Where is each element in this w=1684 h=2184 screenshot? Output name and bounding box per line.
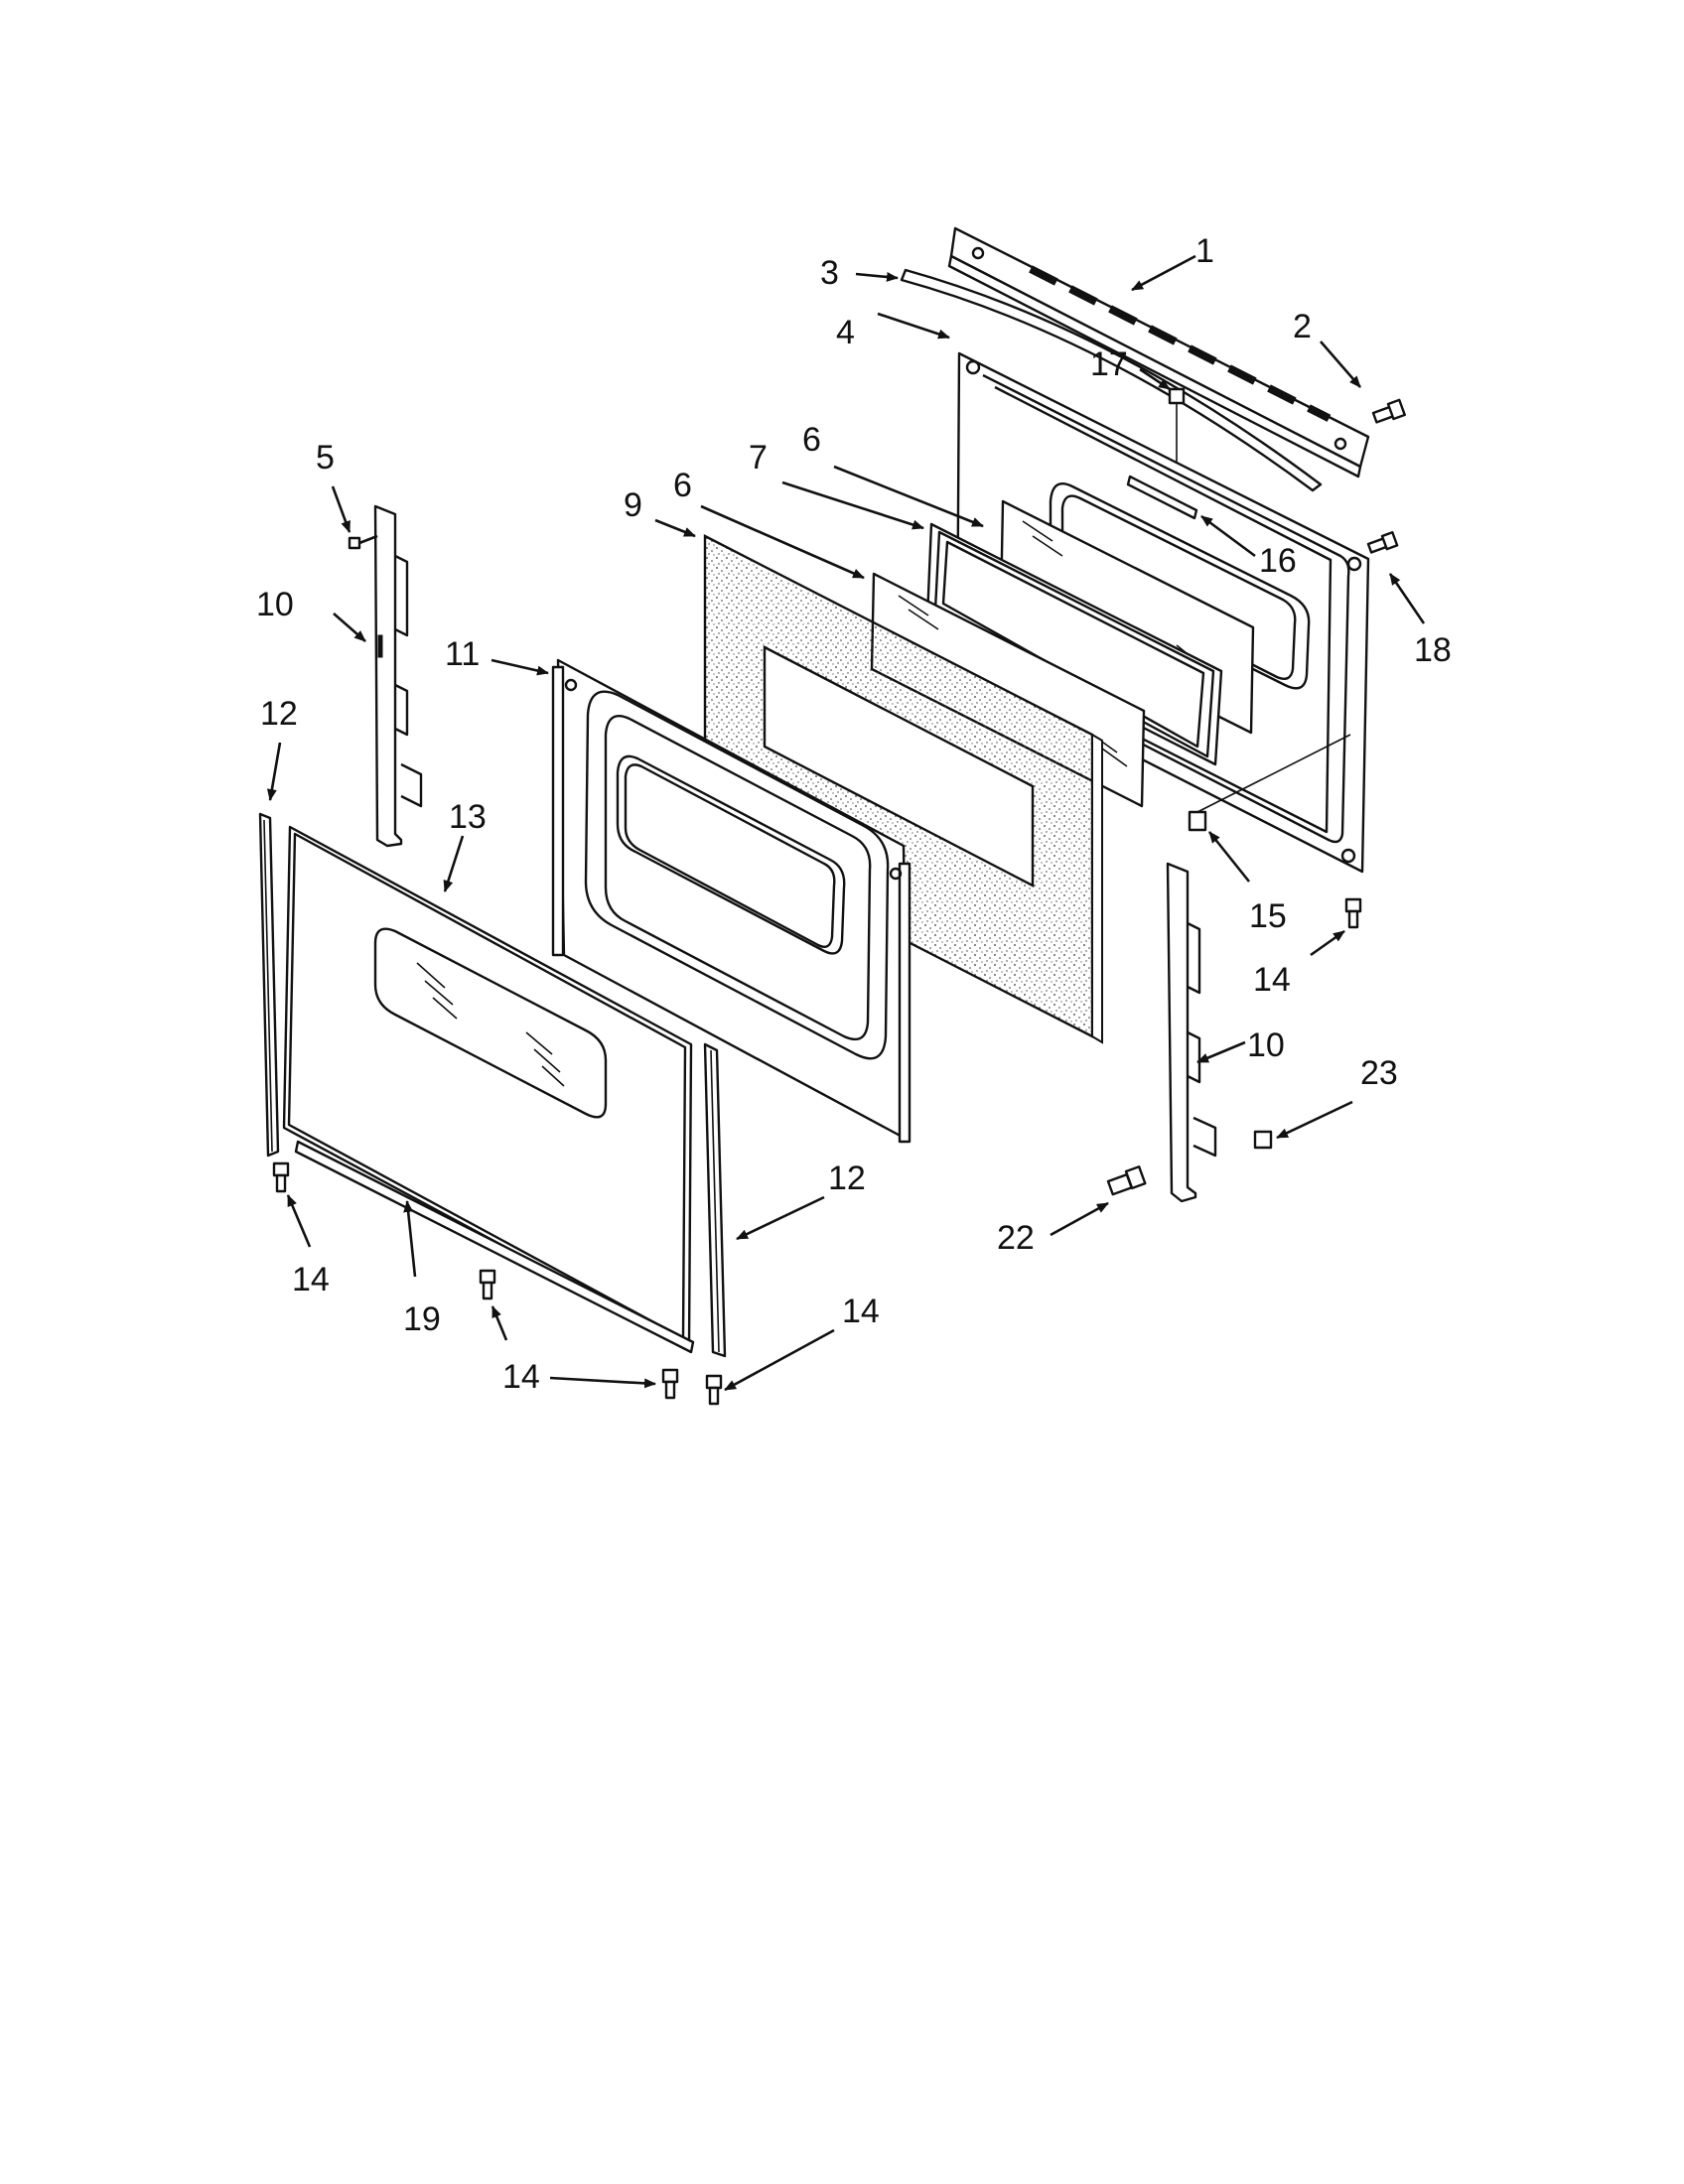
side-trim-part-12-right: [703, 1042, 727, 1358]
clip-part-15: [1188, 734, 1351, 832]
arrow-6b: [700, 504, 865, 580]
screw-part-2: [1371, 398, 1406, 424]
door-channel-part-10-right: [1166, 862, 1217, 1203]
callout-5: 5: [316, 439, 335, 477]
callout-23: 23: [1360, 1054, 1398, 1092]
callout-6b: 6: [673, 467, 692, 504]
arrow-3: [855, 271, 899, 282]
callout-3: 3: [820, 254, 839, 292]
arrow-2: [1320, 341, 1361, 388]
callout-14-bottom: 14: [502, 1358, 540, 1396]
callout-6a: 6: [802, 421, 821, 459]
arrow-6a: [833, 465, 984, 528]
callout-17: 17: [1090, 345, 1128, 383]
door-liner-part-11: [551, 658, 912, 1144]
clip-bar-part-16: [1126, 475, 1198, 520]
callout-10-left: 10: [256, 586, 294, 623]
callout-1: 1: [1195, 232, 1214, 270]
callout-16: 16: [1259, 542, 1297, 580]
arrow-14-left: [286, 1194, 312, 1248]
callout-12-right: 12: [828, 1160, 866, 1197]
side-trim-part-12-left: [258, 812, 280, 1158]
callout-11: 11: [445, 635, 480, 673]
arrow-10-right: [1196, 1040, 1246, 1064]
arrow-12-right: [736, 1195, 825, 1241]
callout-7: 7: [749, 439, 768, 477]
screw-part-22: [1106, 1165, 1147, 1196]
bottom-trim-part-19: [294, 1140, 695, 1354]
screw-part-14-a: [272, 1161, 290, 1193]
leader-arrows: [266, 254, 1426, 1392]
clip-part-23: [1253, 1130, 1273, 1150]
arrow-5: [331, 485, 351, 533]
arrow-14-bottom: [549, 1376, 656, 1389]
arrow-14-mid: [491, 1305, 508, 1341]
door-channel-part-10-left: [373, 504, 423, 848]
callout-12-left: 12: [260, 695, 298, 733]
callout-4: 4: [836, 314, 855, 351]
callout-22: 22: [997, 1219, 1035, 1257]
arrow-19: [403, 1200, 417, 1278]
arrow-12-left: [266, 742, 282, 801]
callout-14-left: 14: [292, 1261, 330, 1298]
arrow-11: [491, 658, 549, 676]
screw-part-14-c: [661, 1368, 679, 1400]
arrow-16: [1200, 514, 1256, 558]
callout-13: 13: [449, 798, 487, 836]
curved-trim-strip-part: [900, 268, 1323, 492]
screw-part-14-e: [1344, 897, 1362, 929]
arrow-14-right: [1310, 929, 1345, 957]
vent-trim-part: [947, 226, 1370, 478]
callout-15: 15: [1249, 897, 1287, 935]
arrow-18: [1388, 573, 1426, 624]
insulation-part-9: [703, 534, 1103, 1044]
callout-19: 19: [403, 1300, 441, 1338]
screw-part-5: [348, 534, 378, 550]
arrow-9: [654, 518, 696, 538]
arrow-1: [1131, 254, 1196, 292]
callout-10-right: 10: [1247, 1026, 1285, 1064]
callout-18: 18: [1414, 631, 1452, 669]
arrow-14-bottom-right: [724, 1328, 835, 1392]
callout-14-bottom-right: 14: [842, 1293, 880, 1330]
arrow-10-left: [333, 613, 366, 642]
callout-14-right: 14: [1253, 961, 1291, 999]
callout-labels: 1 2 3 4 5 6 6 7 9 10 10 11 12 12 13 14 1…: [256, 232, 1452, 1396]
callout-2: 2: [1293, 308, 1312, 345]
screw-part-14-b: [479, 1269, 496, 1300]
glass-frame-part-7: [925, 522, 1223, 766]
screw-part-14-d: [705, 1374, 723, 1406]
arrow-15: [1207, 831, 1251, 883]
arrow-13: [443, 835, 465, 892]
screw-part-18: [1366, 531, 1399, 554]
arrow-4: [877, 312, 950, 340]
arrow-7: [781, 480, 924, 530]
callout-9: 9: [624, 486, 642, 524]
arrow-17: [1139, 367, 1171, 391]
arrow-22: [1050, 1201, 1109, 1237]
arrow-23: [1276, 1100, 1353, 1140]
